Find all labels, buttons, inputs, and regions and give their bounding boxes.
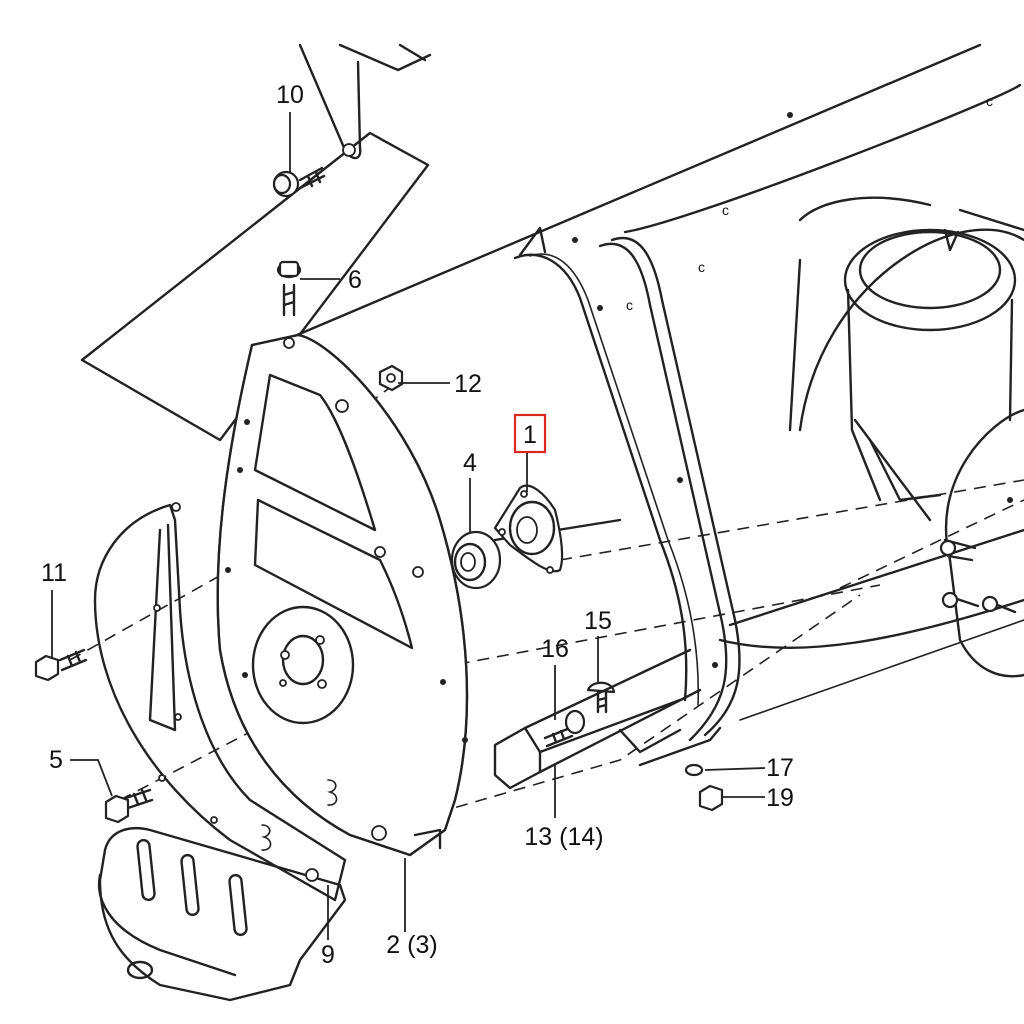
hole-mark: c bbox=[722, 202, 729, 218]
hole-mark: c bbox=[986, 93, 993, 109]
bolt-11-icon bbox=[34, 648, 88, 682]
callout-17[interactable]: 17 bbox=[766, 754, 794, 782]
hole-mark: c bbox=[698, 259, 705, 275]
callout-1[interactable]: 1 bbox=[523, 421, 537, 449]
auger-housing: c c c c bbox=[288, 43, 1024, 742]
callout-9[interactable]: 9 bbox=[321, 941, 335, 969]
callout-6[interactable]: 6 bbox=[348, 266, 362, 294]
callout-12[interactable]: 12 bbox=[454, 370, 482, 398]
bolt-6-icon bbox=[276, 260, 302, 317]
bearing-flange-1-icon bbox=[493, 484, 564, 574]
callout-highlight-box bbox=[513, 413, 547, 454]
callout-2[interactable]: 2 (3) bbox=[386, 931, 437, 959]
washer-17-icon bbox=[684, 763, 704, 777]
nut-12-icon bbox=[378, 364, 404, 392]
bolt-16-icon bbox=[543, 709, 586, 748]
callout-19[interactable]: 19 bbox=[766, 784, 794, 812]
callout-11[interactable]: 11 bbox=[41, 559, 67, 587]
callout-5[interactable]: 5 bbox=[49, 746, 63, 774]
bolt-10-icon bbox=[272, 166, 326, 198]
leader-lines bbox=[51, 112, 766, 940]
callout-4[interactable]: 4 bbox=[463, 449, 477, 477]
callout-labels: 1 10 6 12 4 11 5 16 15 17 19 13 (14) 9 2… bbox=[41, 81, 794, 969]
shaft-center-lines bbox=[69, 379, 1024, 836]
gear-case-cover bbox=[93, 502, 347, 902]
flange-studs bbox=[939, 538, 1017, 614]
bearing-4-icon bbox=[450, 530, 502, 590]
nut-19-icon bbox=[698, 784, 724, 812]
discharge-chute bbox=[798, 208, 1024, 678]
callout-16[interactable]: 16 bbox=[541, 635, 569, 663]
gear-case-housing bbox=[216, 333, 469, 857]
callout-13[interactable]: 13 (14) bbox=[524, 823, 603, 851]
callout-10[interactable]: 10 bbox=[276, 81, 304, 109]
bolt-5-icon bbox=[104, 788, 154, 824]
callout-15[interactable]: 15 bbox=[584, 607, 612, 635]
bottom-skid bbox=[97, 827, 347, 1002]
side-bracket bbox=[493, 648, 722, 790]
hole-mark: c bbox=[626, 297, 633, 313]
top-cover-plate bbox=[80, 43, 432, 442]
